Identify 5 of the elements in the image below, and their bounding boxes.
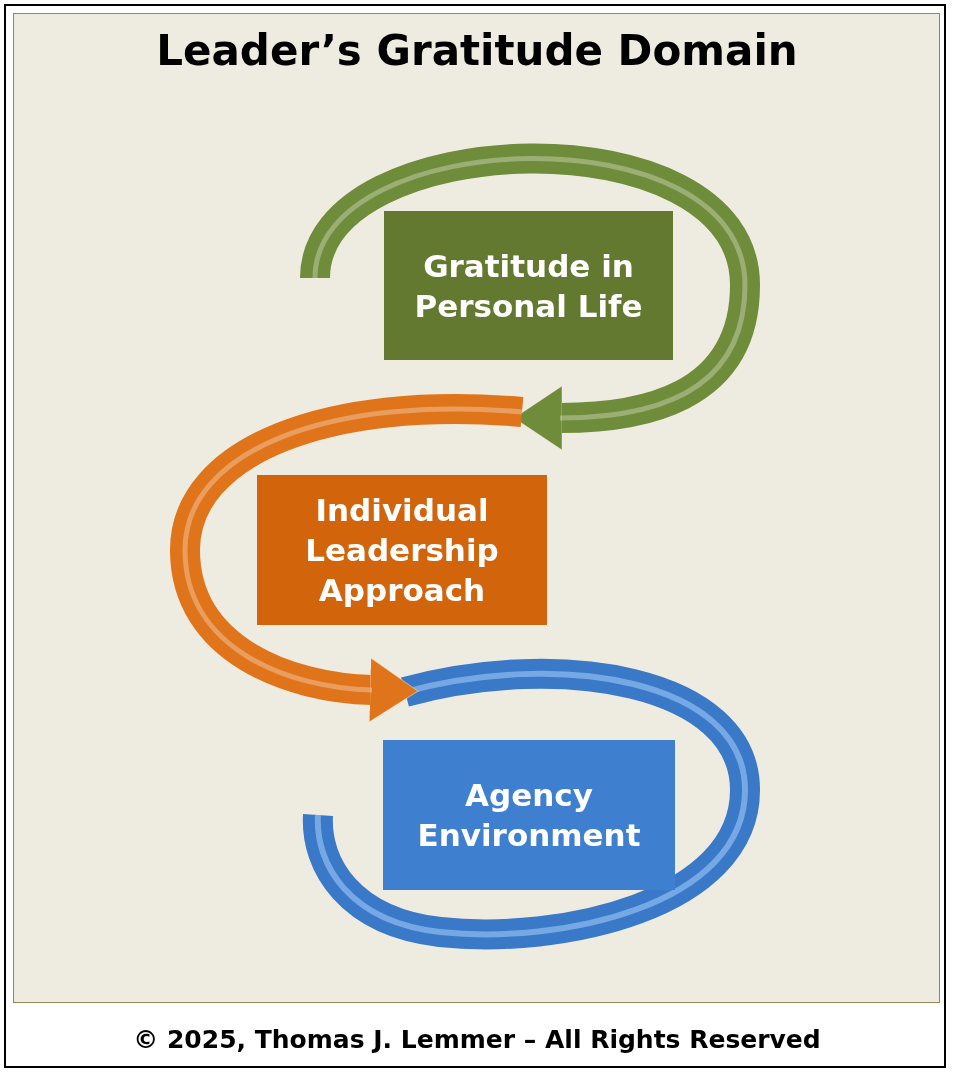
process-box: Individual Leadership Approach — [257, 475, 547, 625]
process-box: Gratitude in Personal Life — [384, 211, 673, 360]
process-box: Agency Environment — [383, 740, 675, 890]
copyright-note: © 2025, Thomas J. Lemmer – All Rights Reserved — [133, 1025, 821, 1054]
title: Leader’s Gratitude Domain — [156, 26, 798, 75]
